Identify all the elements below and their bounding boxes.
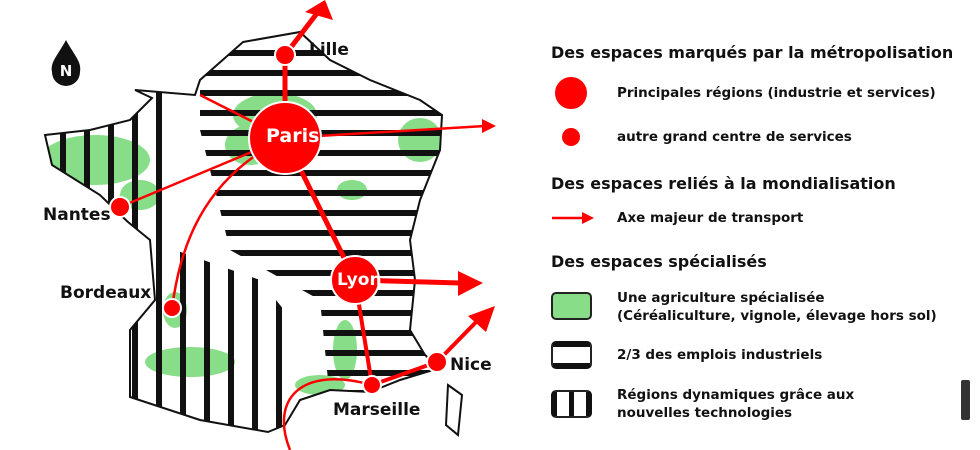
technology-stripe [108,80,114,432]
industry-stripe [200,170,442,176]
svg-text:N: N [60,62,73,80]
technology-stripe [132,80,138,432]
industry-stripe [200,110,442,116]
city-label-lyon: Lyon [337,270,382,290]
legend-transport-axis: Axe majeur de transport [617,210,804,226]
technology-stripe [84,80,90,432]
legend-agriculture: Une agriculture spécialisée (Céréalicult… [617,289,937,325]
industry-stripe [200,190,442,196]
legend-industry: 2/3 des emplois industriels [617,347,823,363]
industry-stripe [200,50,442,56]
legend-technology-swatch [551,390,592,418]
industry-stripe [200,250,442,256]
legend-agriculture-line2: (Céréaliculture, vignole, élevage hors s… [617,308,937,324]
arrow-heads [305,0,496,332]
technology-stripe [156,80,162,432]
industry-stripe [200,150,442,156]
legend-technology-line1: Régions dynamiques grâce aux [617,387,855,403]
legend-section-metropolisation: Des espaces marqués par la métropolisati… [551,43,954,62]
city-label-lille: Lille [309,40,349,60]
city-label-nice: Nice [450,355,492,375]
industry-stripe [200,270,442,276]
industry-stripe [200,290,442,296]
north-icon: N [51,40,81,86]
legend-agriculture-swatch [551,292,592,320]
legend-section-specialised: Des espaces spécialisés [551,252,767,271]
legend-other-centre: autre grand centre de services [617,129,852,145]
city-label-marseille: Marseille [333,400,421,420]
legend-technology-line2: nouvelles technologies [617,405,793,421]
city-label-bordeaux: Bordeaux [60,283,152,303]
legend-industry-swatch [551,341,592,369]
legend-symbols [552,75,594,224]
industry-stripe [200,90,442,96]
legend-section-globalisation: Des espaces reliés à la mondialisation [551,174,896,193]
legend-agriculture-line1: Une agriculture spécialisée [617,290,825,306]
city-label-nantes: Nantes [43,205,111,225]
corsica [444,383,464,437]
industry-stripe [200,230,442,236]
license-badge [961,380,970,420]
city-label-paris: Paris [266,125,320,147]
industry-stripe [200,70,442,76]
legend-technology: Régions dynamiques grâce aux nouvelles t… [617,386,854,422]
city-markers [109,44,448,395]
legend-major-regions: Principales régions (industrie et servic… [617,85,936,101]
